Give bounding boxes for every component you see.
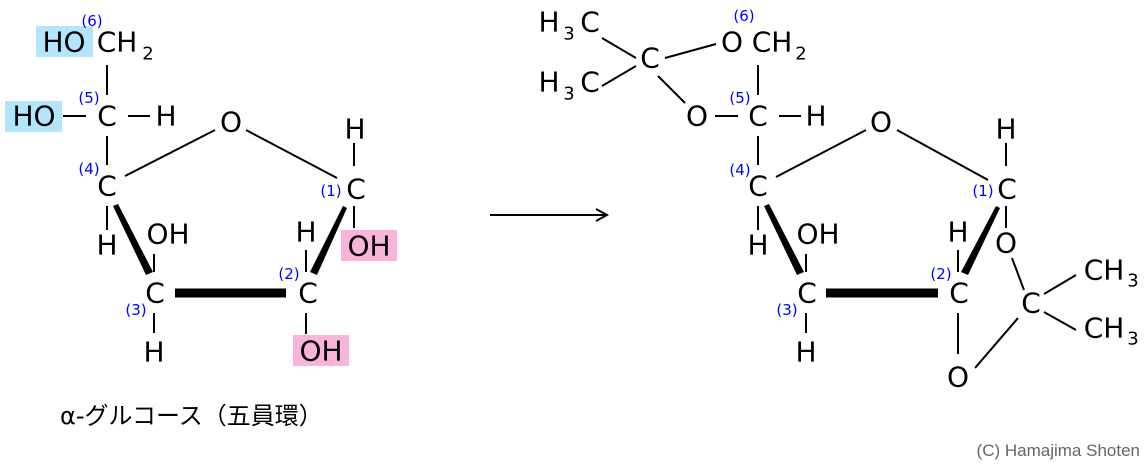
atom-c2: C bbox=[298, 277, 318, 310]
reaction-arrow bbox=[490, 208, 610, 222]
subscript-3: 3 bbox=[563, 84, 574, 105]
atom-c3: C bbox=[145, 277, 165, 310]
atom-h3c-bottom-h: H bbox=[538, 66, 559, 99]
atom-c5: C bbox=[97, 100, 117, 133]
number-1: (1) bbox=[320, 182, 341, 200]
atom-ch2: CH bbox=[97, 26, 138, 59]
atom-h3c-bottom-c: C bbox=[580, 66, 600, 99]
atom-c2: C bbox=[949, 277, 969, 310]
atom-h5: H bbox=[805, 100, 826, 133]
atom-ch2: CH bbox=[752, 26, 793, 59]
subscript-2: 2 bbox=[142, 44, 153, 65]
atom-c1: C bbox=[997, 173, 1017, 206]
atom-c5: C bbox=[748, 100, 768, 133]
highlight-oh2 bbox=[293, 335, 349, 366]
atom-h2: H bbox=[947, 216, 968, 249]
highlight-oh6 bbox=[36, 26, 93, 57]
atom-ho5: HO bbox=[12, 100, 55, 133]
atom-oh2: OH bbox=[299, 335, 342, 368]
atom-o1: O bbox=[995, 227, 1017, 260]
atom-c4: C bbox=[748, 170, 768, 203]
number-6: (6) bbox=[733, 7, 754, 25]
atom-h3c-top-h: H bbox=[538, 6, 559, 39]
atom-oh1: OH bbox=[347, 230, 390, 263]
atom-oh3: OH bbox=[796, 218, 839, 251]
number-6: (6) bbox=[81, 12, 102, 30]
atom-c4: C bbox=[97, 170, 117, 203]
number-4: (4) bbox=[729, 161, 750, 179]
caption: α-グルコース（五員環） bbox=[60, 402, 323, 430]
atom-h5: H bbox=[155, 100, 176, 133]
number-2: (2) bbox=[930, 265, 951, 283]
number-4: (4) bbox=[78, 160, 99, 178]
atom-acetal-c-bottom: C bbox=[1021, 287, 1041, 320]
left-bonds bbox=[63, 65, 355, 334]
atom-oh3: OH bbox=[146, 218, 189, 251]
number-2: (2) bbox=[278, 265, 299, 283]
highlight-oh1 bbox=[341, 230, 397, 261]
atom-h4: H bbox=[747, 229, 768, 262]
atom-ring-o: O bbox=[870, 106, 892, 139]
subscript-2: 2 bbox=[795, 44, 806, 65]
atom-c1: C bbox=[346, 173, 366, 206]
atom-o6: O bbox=[721, 26, 743, 59]
atom-h2: H bbox=[295, 216, 316, 249]
right-bonds bbox=[601, 37, 1077, 369]
highlight-oh5 bbox=[5, 101, 62, 132]
atom-c3: C bbox=[797, 277, 817, 310]
atom-ch3-bottom: CH bbox=[1084, 312, 1125, 345]
number-5: (5) bbox=[78, 89, 99, 107]
atom-h3: H bbox=[795, 336, 816, 369]
number-3: (3) bbox=[776, 301, 797, 319]
atom-h1: H bbox=[995, 113, 1016, 146]
atom-h1: H bbox=[344, 113, 365, 146]
subscript-3: 3 bbox=[1127, 329, 1138, 350]
atom-h4: H bbox=[96, 229, 117, 262]
atom-h3: H bbox=[143, 336, 164, 369]
atom-ring-o: O bbox=[220, 106, 242, 139]
copyright: (C) Hamajima Shoten bbox=[977, 441, 1140, 460]
subscript-3: 3 bbox=[1127, 271, 1138, 292]
number-1: (1) bbox=[972, 182, 993, 200]
atom-o2: O bbox=[947, 361, 969, 394]
number-5: (5) bbox=[729, 89, 750, 107]
atom-o5: O bbox=[686, 100, 708, 133]
atom-acetal-c-top: C bbox=[640, 42, 660, 75]
number-3: (3) bbox=[125, 301, 146, 319]
atom-h3c-top-c: C bbox=[580, 6, 600, 39]
atom-ho6: HO bbox=[42, 26, 85, 59]
atom-ch3-top: CH bbox=[1084, 254, 1125, 287]
subscript-3: 3 bbox=[563, 24, 574, 45]
